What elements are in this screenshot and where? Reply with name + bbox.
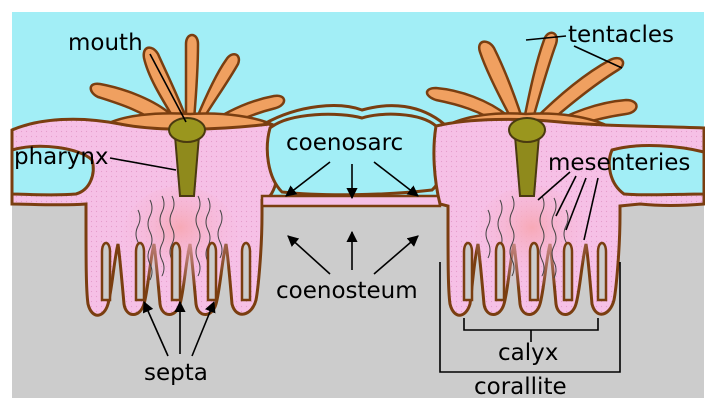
right-mouth bbox=[509, 118, 545, 142]
septum bbox=[172, 243, 180, 300]
label-pharynx: pharynx bbox=[14, 144, 109, 170]
septum bbox=[136, 243, 144, 300]
septum bbox=[102, 243, 110, 300]
septum bbox=[464, 243, 472, 300]
label-corallite: corallite bbox=[474, 374, 567, 398]
septum bbox=[530, 243, 538, 300]
septum bbox=[208, 243, 216, 300]
label-coenosteum: coenosteum bbox=[276, 278, 418, 304]
septum bbox=[598, 243, 606, 300]
label-mesenteries: mesenteries bbox=[548, 150, 690, 176]
label-tentacles: tentacles bbox=[568, 22, 674, 48]
septum bbox=[242, 243, 250, 300]
label-mouth: mouth bbox=[68, 30, 143, 56]
septum bbox=[564, 243, 572, 300]
coenosarc-sheet bbox=[262, 196, 440, 206]
label-coenosarc: coenosarc bbox=[286, 130, 403, 156]
septum bbox=[496, 243, 504, 300]
label-calyx: calyx bbox=[498, 340, 558, 366]
left-mouth bbox=[169, 118, 205, 142]
label-septa: septa bbox=[144, 360, 208, 386]
